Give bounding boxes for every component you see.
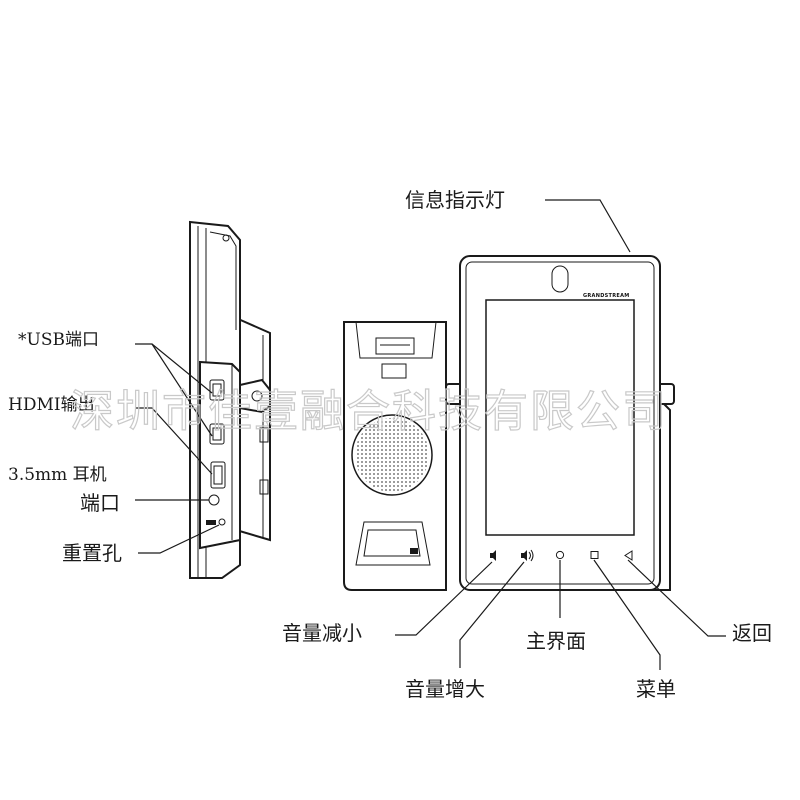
cradle-sensor — [410, 548, 418, 554]
side-hinge-screw — [251, 390, 263, 402]
label-usb-port: *USB端口 — [18, 330, 99, 350]
label-headphone-line2: 端口 — [80, 491, 120, 515]
reset-label-mark — [206, 520, 216, 525]
reset-leader — [138, 524, 220, 554]
label-volume-up: 音量增大 — [405, 677, 485, 701]
speaker-low-icon[interactable] — [490, 550, 496, 561]
triangle-back-icon[interactable] — [624, 550, 633, 561]
hdmi-port-inner — [213, 465, 223, 485]
side-led-dot — [222, 234, 230, 242]
hdmi-port — [210, 461, 226, 489]
menu-leader — [593, 559, 661, 670]
speaker-grille — [351, 414, 433, 496]
volume-up-leader — [459, 561, 525, 668]
side-leader-lines — [135, 343, 220, 554]
watermark-text: 深圳市佳壹融合科技有限公司 — [70, 386, 668, 437]
front-leader-lines — [395, 199, 726, 670]
brand-logo: GRANDSTREAM — [583, 293, 630, 299]
front-view-device: GRANDSTREAM — [343, 255, 675, 591]
led-leader — [545, 199, 631, 253]
cradle-clip — [381, 363, 407, 379]
label-menu: 菜单 — [636, 677, 676, 701]
usb-port-1-inner — [212, 383, 222, 397]
label-home: 主界面 — [526, 629, 586, 653]
label-message-led: 信息指示灯 — [405, 188, 505, 212]
cradle-base-outer — [355, 521, 431, 566]
side-latch-upper — [259, 427, 269, 443]
label-back: 返回 — [732, 621, 772, 645]
hdmi-leader — [135, 407, 213, 475]
circle-home-icon[interactable] — [555, 550, 565, 560]
label-headphone-line1: 3.5mm 耳机 — [8, 465, 107, 485]
side-hinge — [239, 378, 271, 414]
back-leader — [627, 559, 726, 637]
cradle-hook-inner — [375, 337, 415, 355]
volume-down-leader — [395, 561, 493, 636]
label-reset-hole: 重置孔 — [62, 541, 122, 565]
side-latch-lower — [259, 479, 269, 495]
message-led — [551, 265, 569, 293]
square-menu-icon[interactable] — [590, 551, 599, 559]
side-view-device — [189, 220, 271, 579]
usb-port-2-inner — [212, 427, 222, 441]
speaker-high-icon[interactable] — [521, 549, 534, 562]
cradle-hook-outer — [355, 321, 437, 359]
side-port-panel — [199, 360, 241, 550]
display-screen — [485, 299, 635, 536]
label-hdmi-out: HDMI输出 — [8, 395, 95, 415]
side-top-edge — [209, 231, 237, 330]
cradle-base-inner — [363, 529, 421, 557]
usb-leader-2 — [151, 343, 213, 437]
reset-hole — [218, 518, 226, 526]
usb-port-1 — [209, 379, 225, 401]
label-volume-down: 音量减小 — [282, 621, 362, 645]
